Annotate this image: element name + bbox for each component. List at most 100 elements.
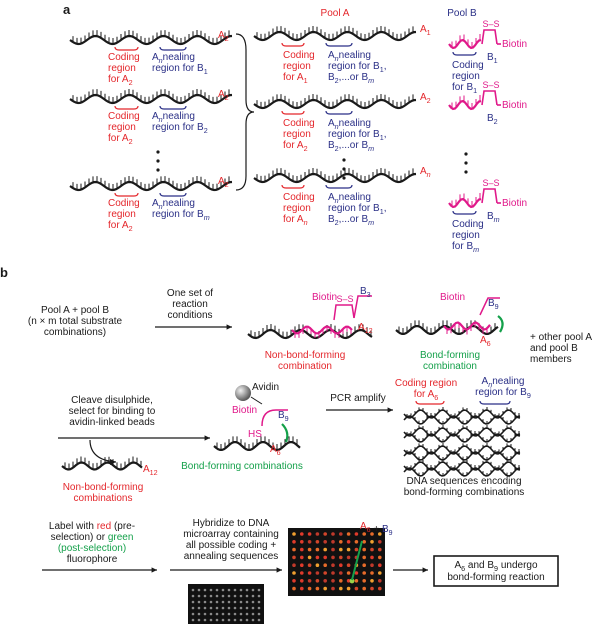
- annealing-label: region for B1,: [328, 129, 386, 142]
- array-spot: [346, 563, 351, 567]
- array-spot: [227, 618, 231, 622]
- label-step-text: selection) or green: [51, 532, 134, 543]
- biotin-link: [479, 297, 500, 316]
- array-spot: [323, 579, 328, 583]
- biotin-label: Biotin: [312, 292, 337, 303]
- ss-label: S–S: [482, 80, 499, 90]
- array-spot: [292, 571, 296, 575]
- array-spot: [331, 540, 335, 544]
- array-spot: [362, 563, 367, 567]
- array-spot: [339, 571, 343, 575]
- array-spot: [362, 555, 367, 560]
- array-spot: [221, 606, 225, 610]
- array-spot: [257, 600, 261, 604]
- annealing-label: Annealing: [328, 118, 371, 131]
- grouping-brace: [235, 33, 255, 191]
- result-box: [433, 555, 559, 587]
- other-members-text: members: [530, 354, 572, 365]
- region-bracket: [415, 400, 445, 405]
- avidin-label: Avidin: [252, 382, 279, 393]
- coding-label: region: [452, 230, 480, 241]
- pool-combination-text: Pool A + pool B: [41, 305, 109, 316]
- reaction-conditions-text: reaction: [172, 299, 208, 310]
- array-spot: [239, 588, 243, 592]
- region-bracket: [479, 400, 511, 405]
- amplified-duplex: [403, 443, 521, 461]
- array-spot: [354, 586, 359, 591]
- coding-label: region: [108, 122, 136, 133]
- array-spot: [203, 600, 207, 604]
- array-spot: [339, 532, 343, 536]
- array-spot: [339, 563, 343, 567]
- b-tag: B3: [360, 286, 371, 299]
- array-spot: [227, 606, 231, 610]
- array-spot: [292, 555, 296, 560]
- hybridize-text: Hybridize to DNA: [193, 518, 270, 529]
- array-spot: [315, 547, 320, 552]
- coding-label: for A2: [108, 74, 133, 87]
- result-text: A6 and B9 undergo: [454, 560, 538, 573]
- dna-backbone: [403, 445, 521, 455]
- array-spot: [245, 606, 249, 610]
- array-spot: [203, 588, 207, 592]
- array-spot: [315, 532, 320, 536]
- arrow-head: [387, 407, 393, 413]
- array-spot: [233, 588, 237, 592]
- array-spot: [346, 586, 351, 591]
- region-bracket: [114, 105, 139, 110]
- non-bond-caption: combination: [278, 361, 332, 372]
- array-spot: [323, 563, 328, 567]
- coding-label: Coding: [452, 219, 484, 230]
- array-spot: [346, 547, 351, 552]
- array-spot: [227, 612, 231, 616]
- pool-combination-text: (n × m total substrate: [28, 316, 123, 327]
- dna-backbone: [253, 30, 417, 42]
- array-spot: [307, 563, 312, 567]
- new-bond-mark: [281, 423, 289, 443]
- annealing-label: B2,...or Bm: [328, 72, 374, 85]
- array-spot: [221, 612, 225, 616]
- biotin-link: [261, 409, 288, 427]
- annealing-label: Annealing: [328, 192, 371, 205]
- array-spot: [370, 532, 374, 536]
- array-spot: [245, 618, 249, 622]
- array-spot: [221, 588, 225, 592]
- array-spot: [203, 594, 207, 598]
- amplified-duplex: [403, 425, 521, 443]
- disulphide-link: [481, 90, 498, 106]
- strand-tag: A2: [218, 176, 229, 189]
- array-spot: [209, 606, 213, 610]
- array-spot: [370, 540, 374, 544]
- annealing-region-label: Annealing: [482, 376, 525, 389]
- dna-backbone: [247, 328, 373, 340]
- coding-label: for An: [283, 214, 308, 227]
- hybridize-text: annealing sequences: [184, 551, 279, 562]
- label-step-text: (post-selection): [58, 543, 126, 554]
- array-spot: [300, 540, 304, 544]
- dna-backbone: [448, 197, 482, 209]
- array-spot: [362, 586, 367, 591]
- array-spot: [378, 555, 382, 560]
- dna-backbone: [69, 93, 233, 105]
- ellipsis-dot: [156, 168, 160, 172]
- non-bond-caption: combinations: [74, 493, 133, 504]
- array-spot: [323, 555, 328, 560]
- array-spot: [315, 571, 320, 575]
- array-spot: [215, 606, 219, 610]
- array-spot: [257, 588, 261, 592]
- array-spot: [354, 547, 359, 552]
- annealing-label: Annealing: [152, 111, 195, 124]
- label-step-text: fluorophore: [67, 554, 118, 565]
- array-spot: [233, 594, 237, 598]
- array-spot: [300, 579, 304, 583]
- dna-backbone: [395, 325, 499, 335]
- non-bond-caption: Non-bond-forming: [265, 350, 346, 361]
- coding-label: for A2: [108, 133, 133, 146]
- array-spot: [331, 563, 335, 567]
- array-spot: [239, 618, 243, 622]
- region-bracket: [114, 46, 139, 51]
